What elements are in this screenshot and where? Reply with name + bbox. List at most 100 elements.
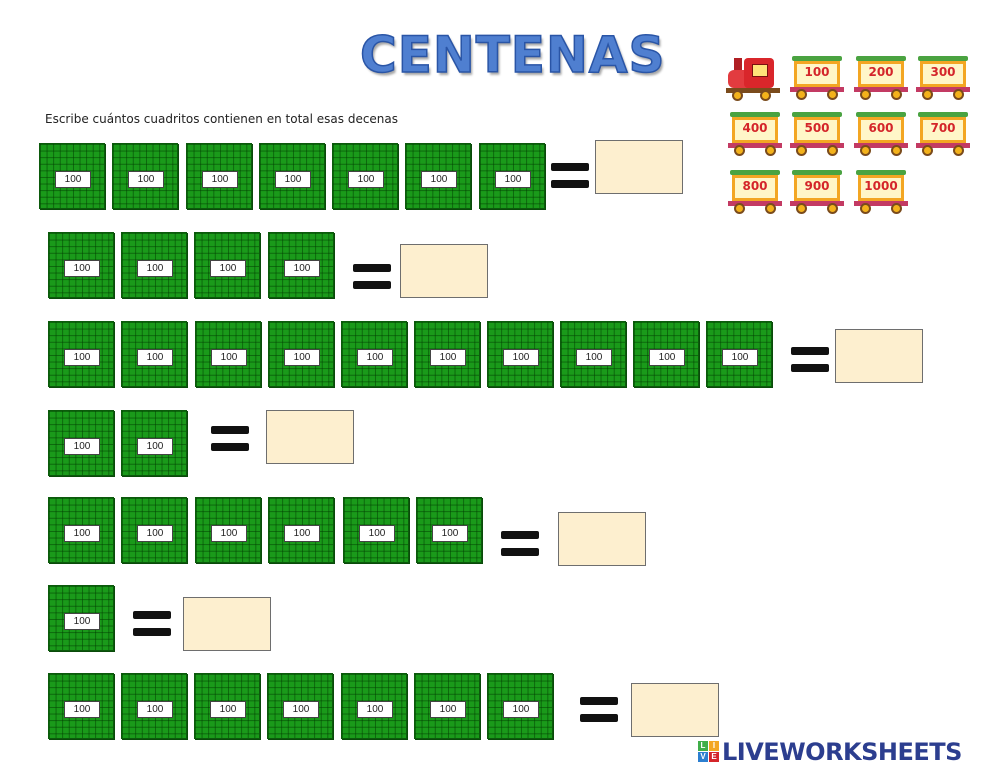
hundred-block-label: 100	[421, 171, 457, 188]
liveworksheets-logo-icon: L I V E	[698, 741, 720, 763]
train-car-label: 100	[804, 65, 830, 79]
train-car: 600	[854, 112, 908, 158]
liveworksheets-brand: LIVEWORKSHEETS	[722, 738, 962, 766]
hundred-block: 100	[479, 143, 545, 209]
hundred-block: 100	[332, 143, 398, 209]
hundred-block: 100	[48, 232, 114, 298]
hundred-block: 100	[121, 673, 187, 739]
equals-sign-icon	[133, 611, 171, 639]
hundred-block: 100	[48, 673, 114, 739]
hundred-block-label: 100	[64, 438, 100, 455]
answer-box[interactable]	[595, 140, 683, 194]
hundred-block-label: 100	[55, 171, 91, 188]
page-title: CENTENAS	[359, 25, 666, 85]
hundred-block: 100	[416, 497, 482, 563]
hundred-block-label: 100	[284, 260, 320, 277]
hundred-block-label: 100	[64, 613, 100, 630]
hundred-block-label: 100	[495, 171, 531, 188]
hundred-block: 100	[633, 321, 699, 387]
train-car-label: 1000	[864, 179, 898, 193]
train-car-label: 800	[742, 179, 768, 193]
hundred-block-label: 100	[722, 349, 758, 366]
train-car: 500	[790, 112, 844, 158]
hundred-block: 100	[267, 673, 333, 739]
train-car: 200	[854, 56, 908, 102]
hundred-block: 100	[414, 321, 480, 387]
hundred-block: 100	[121, 232, 187, 298]
answer-box[interactable]	[183, 597, 271, 651]
hundred-block: 100	[259, 143, 325, 209]
hundred-block-label: 100	[576, 349, 612, 366]
equals-sign-icon	[501, 531, 539, 559]
hundred-block: 100	[341, 673, 407, 739]
train-car: 700	[916, 112, 970, 158]
equals-sign-icon	[791, 347, 829, 375]
hundred-block-label: 100	[284, 525, 320, 542]
answer-box[interactable]	[558, 512, 646, 566]
hundred-block-label: 100	[64, 260, 100, 277]
hundred-block: 100	[121, 410, 187, 476]
train-engine-icon	[726, 56, 780, 102]
answer-box[interactable]	[835, 329, 923, 383]
hundred-block-label: 100	[210, 260, 246, 277]
hundred-block: 100	[268, 321, 334, 387]
hundred-block: 100	[195, 497, 261, 563]
hundred-block-label: 100	[283, 701, 319, 718]
answer-box[interactable]	[266, 410, 354, 464]
hundred-block-label: 100	[359, 525, 395, 542]
hundred-block-label: 100	[211, 525, 247, 542]
hundred-block-label: 100	[275, 171, 311, 188]
hundred-block: 100	[121, 321, 187, 387]
hundred-block: 100	[405, 143, 471, 209]
hundred-block: 100	[194, 232, 260, 298]
hundred-block: 100	[48, 497, 114, 563]
hundred-block: 100	[48, 410, 114, 476]
hundred-block-label: 100	[211, 349, 247, 366]
hundred-block: 100	[112, 143, 178, 209]
hundred-block: 100	[268, 497, 334, 563]
instruction-text: Escribe cuántos cuadritos contienen en t…	[45, 112, 399, 126]
equals-sign-icon	[580, 697, 618, 725]
train-car-label: 400	[742, 121, 768, 135]
hundred-block-label: 100	[137, 438, 173, 455]
hundred-block: 100	[48, 585, 114, 651]
hundred-block: 100	[186, 143, 252, 209]
hundred-block-label: 100	[64, 525, 100, 542]
train-car: 1000	[854, 170, 908, 216]
hundred-block: 100	[414, 673, 480, 739]
answer-box[interactable]	[631, 683, 719, 737]
hundred-block-label: 100	[430, 349, 466, 366]
train-car: 100	[790, 56, 844, 102]
hundred-block: 100	[341, 321, 407, 387]
train-car-label: 600	[868, 121, 894, 135]
hundred-block: 100	[706, 321, 772, 387]
equals-sign-icon	[353, 264, 391, 292]
hundred-block: 100	[39, 143, 105, 209]
hundred-block-label: 100	[357, 349, 393, 366]
hundred-block: 100	[121, 497, 187, 563]
train-car-label: 300	[930, 65, 956, 79]
equals-sign-icon	[551, 163, 589, 191]
hundred-block-label: 100	[503, 349, 539, 366]
hundred-block-label: 100	[137, 525, 173, 542]
hundred-block: 100	[48, 321, 114, 387]
hundred-block-label: 100	[128, 171, 164, 188]
train-car-label: 200	[868, 65, 894, 79]
hundred-block: 100	[268, 232, 334, 298]
hundred-block: 100	[195, 321, 261, 387]
hundred-block-label: 100	[357, 701, 393, 718]
train-car-label: 700	[930, 121, 956, 135]
hundred-block-label: 100	[649, 349, 685, 366]
hundred-block-label: 100	[137, 701, 173, 718]
hundred-block-label: 100	[202, 171, 238, 188]
answer-box[interactable]	[400, 244, 488, 298]
equals-sign-icon	[211, 426, 249, 454]
hundred-block-label: 100	[503, 701, 539, 718]
train-car: 400	[728, 112, 782, 158]
train-car-label: 500	[804, 121, 830, 135]
train-car: 800	[728, 170, 782, 216]
hundred-block: 100	[343, 497, 409, 563]
hundred-block-label: 100	[64, 349, 100, 366]
hundred-block-label: 100	[210, 701, 246, 718]
